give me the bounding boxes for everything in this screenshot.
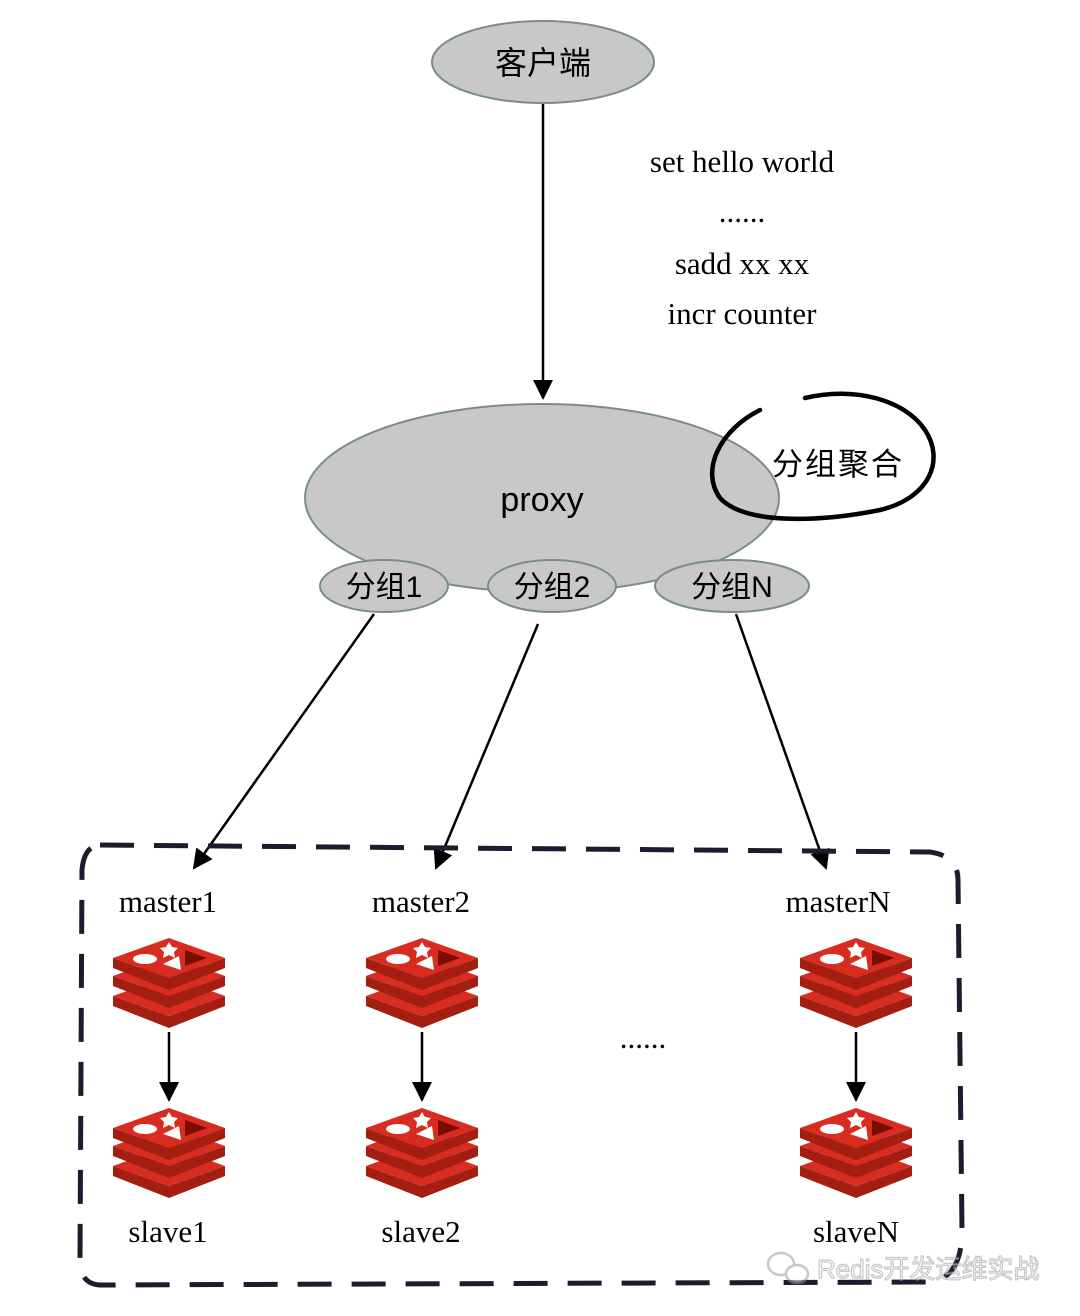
master-label-1: master1 [119,884,217,919]
command-line-1: set hello world [650,144,835,179]
master-label-2: master2 [372,884,470,919]
group-node-n: 分组N [654,559,810,613]
slave-label-2: slave2 [381,1214,460,1249]
group-node-2: 分组2 [487,559,617,613]
group-label-2: 分组2 [514,571,591,604]
command-list: set hello world ...... sadd xx xx incr c… [650,144,835,331]
group-label-n: 分组N [691,571,773,604]
group1-to-master1-arrow [192,613,376,870]
shard-n: masterN slaveN [785,884,912,1249]
cluster-boundary [77,842,965,1288]
slave-redis-icon-1 [113,1108,225,1198]
master-redis-icon-n [800,938,912,1028]
shard-2: master2 slave2 [366,884,478,1249]
master-label-n: masterN [785,884,890,919]
group2-to-master2-arrow [433,623,540,870]
command-line-4: incr counter [668,296,818,331]
group-label-1: 分组1 [346,571,423,604]
slave-redis-icon-n [800,1108,912,1198]
client-label: 客户端 [495,45,591,81]
proxy-node: proxy [304,403,780,593]
command-line-3: sadd xx xx [675,246,810,281]
shards-ellipsis: ...... [620,1020,667,1055]
hand-drawn-circle [709,391,936,522]
group-aggregate-annotation: 分组聚合 [709,391,936,522]
slave-label-1: slave1 [128,1214,207,1249]
shard-1: master1 slave1 [113,884,225,1249]
master-redis-icon-2 [366,938,478,1028]
proxy-label: proxy [500,481,583,519]
slave-label-n: slaveN [813,1214,899,1249]
slave-redis-icon-2 [366,1108,478,1198]
master-redis-icon-1 [113,938,225,1028]
group-node-1: 分组1 [319,559,449,613]
watermark: Redis开发运维实战 [766,1251,1040,1285]
command-line-2: ...... [719,194,766,229]
watermark-text: Redis开发运维实战 [817,1254,1039,1284]
client-node: 客户端 [431,20,655,104]
annotation-label: 分组聚合 [772,447,904,482]
groupn-to-mastern-arrow [734,613,830,870]
wechat-icon [766,1251,810,1285]
